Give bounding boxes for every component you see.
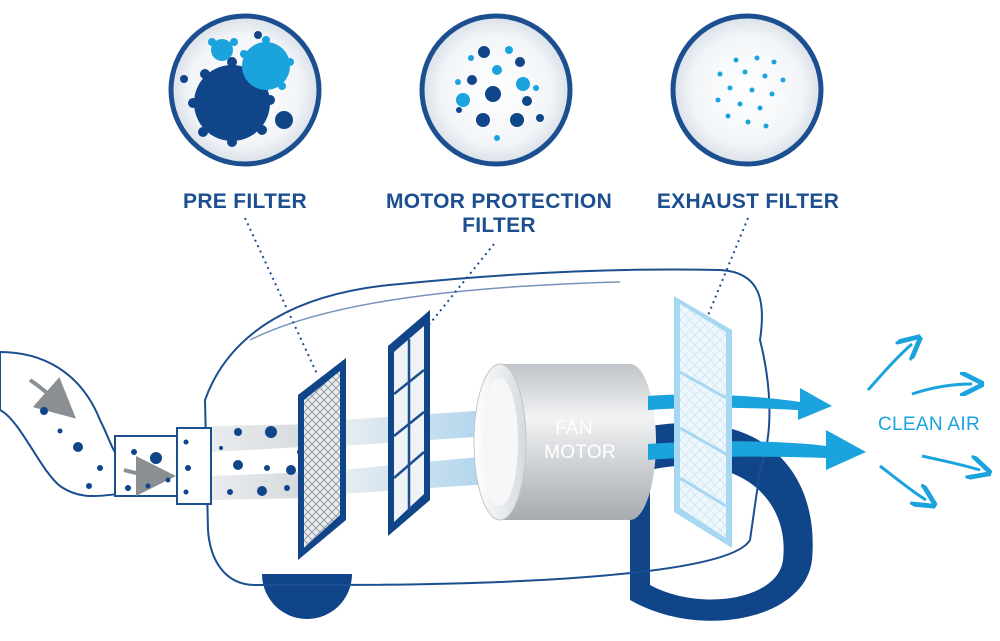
pre-filter-panel [298,358,346,560]
clean-air-label: CLEAN AIR [878,414,980,435]
pre-filter-particles-circle [168,13,322,167]
clean-air-outflow-arrows [866,344,980,500]
hose-connector [114,427,212,505]
vacuum-hose [0,350,119,498]
fan-motor-label-line2: MOTOR [544,442,616,463]
exhaust-filter-particles-circle [670,13,824,167]
exhaust-filter-panel [674,296,732,548]
pre-filter-label: PRE FILTER [183,190,307,213]
motor-protection-filter-panel [388,310,430,536]
dirty-air-streams [212,410,490,500]
vacuum-top-line [249,281,621,341]
motor-filter-label-line2: FILTER [462,214,536,237]
vacuum-body-outline [203,268,771,586]
motor-filter-particles-circle [419,13,573,167]
motor-filter-label-line1: MOTOR PROTECTION [386,190,612,213]
exhaust-filter-label: EXHAUST FILTER [657,190,839,213]
fan-motor: FAN MOTOR [473,363,656,521]
leader-lines [244,217,749,377]
fan-motor-label-line1: FAN [555,418,593,439]
